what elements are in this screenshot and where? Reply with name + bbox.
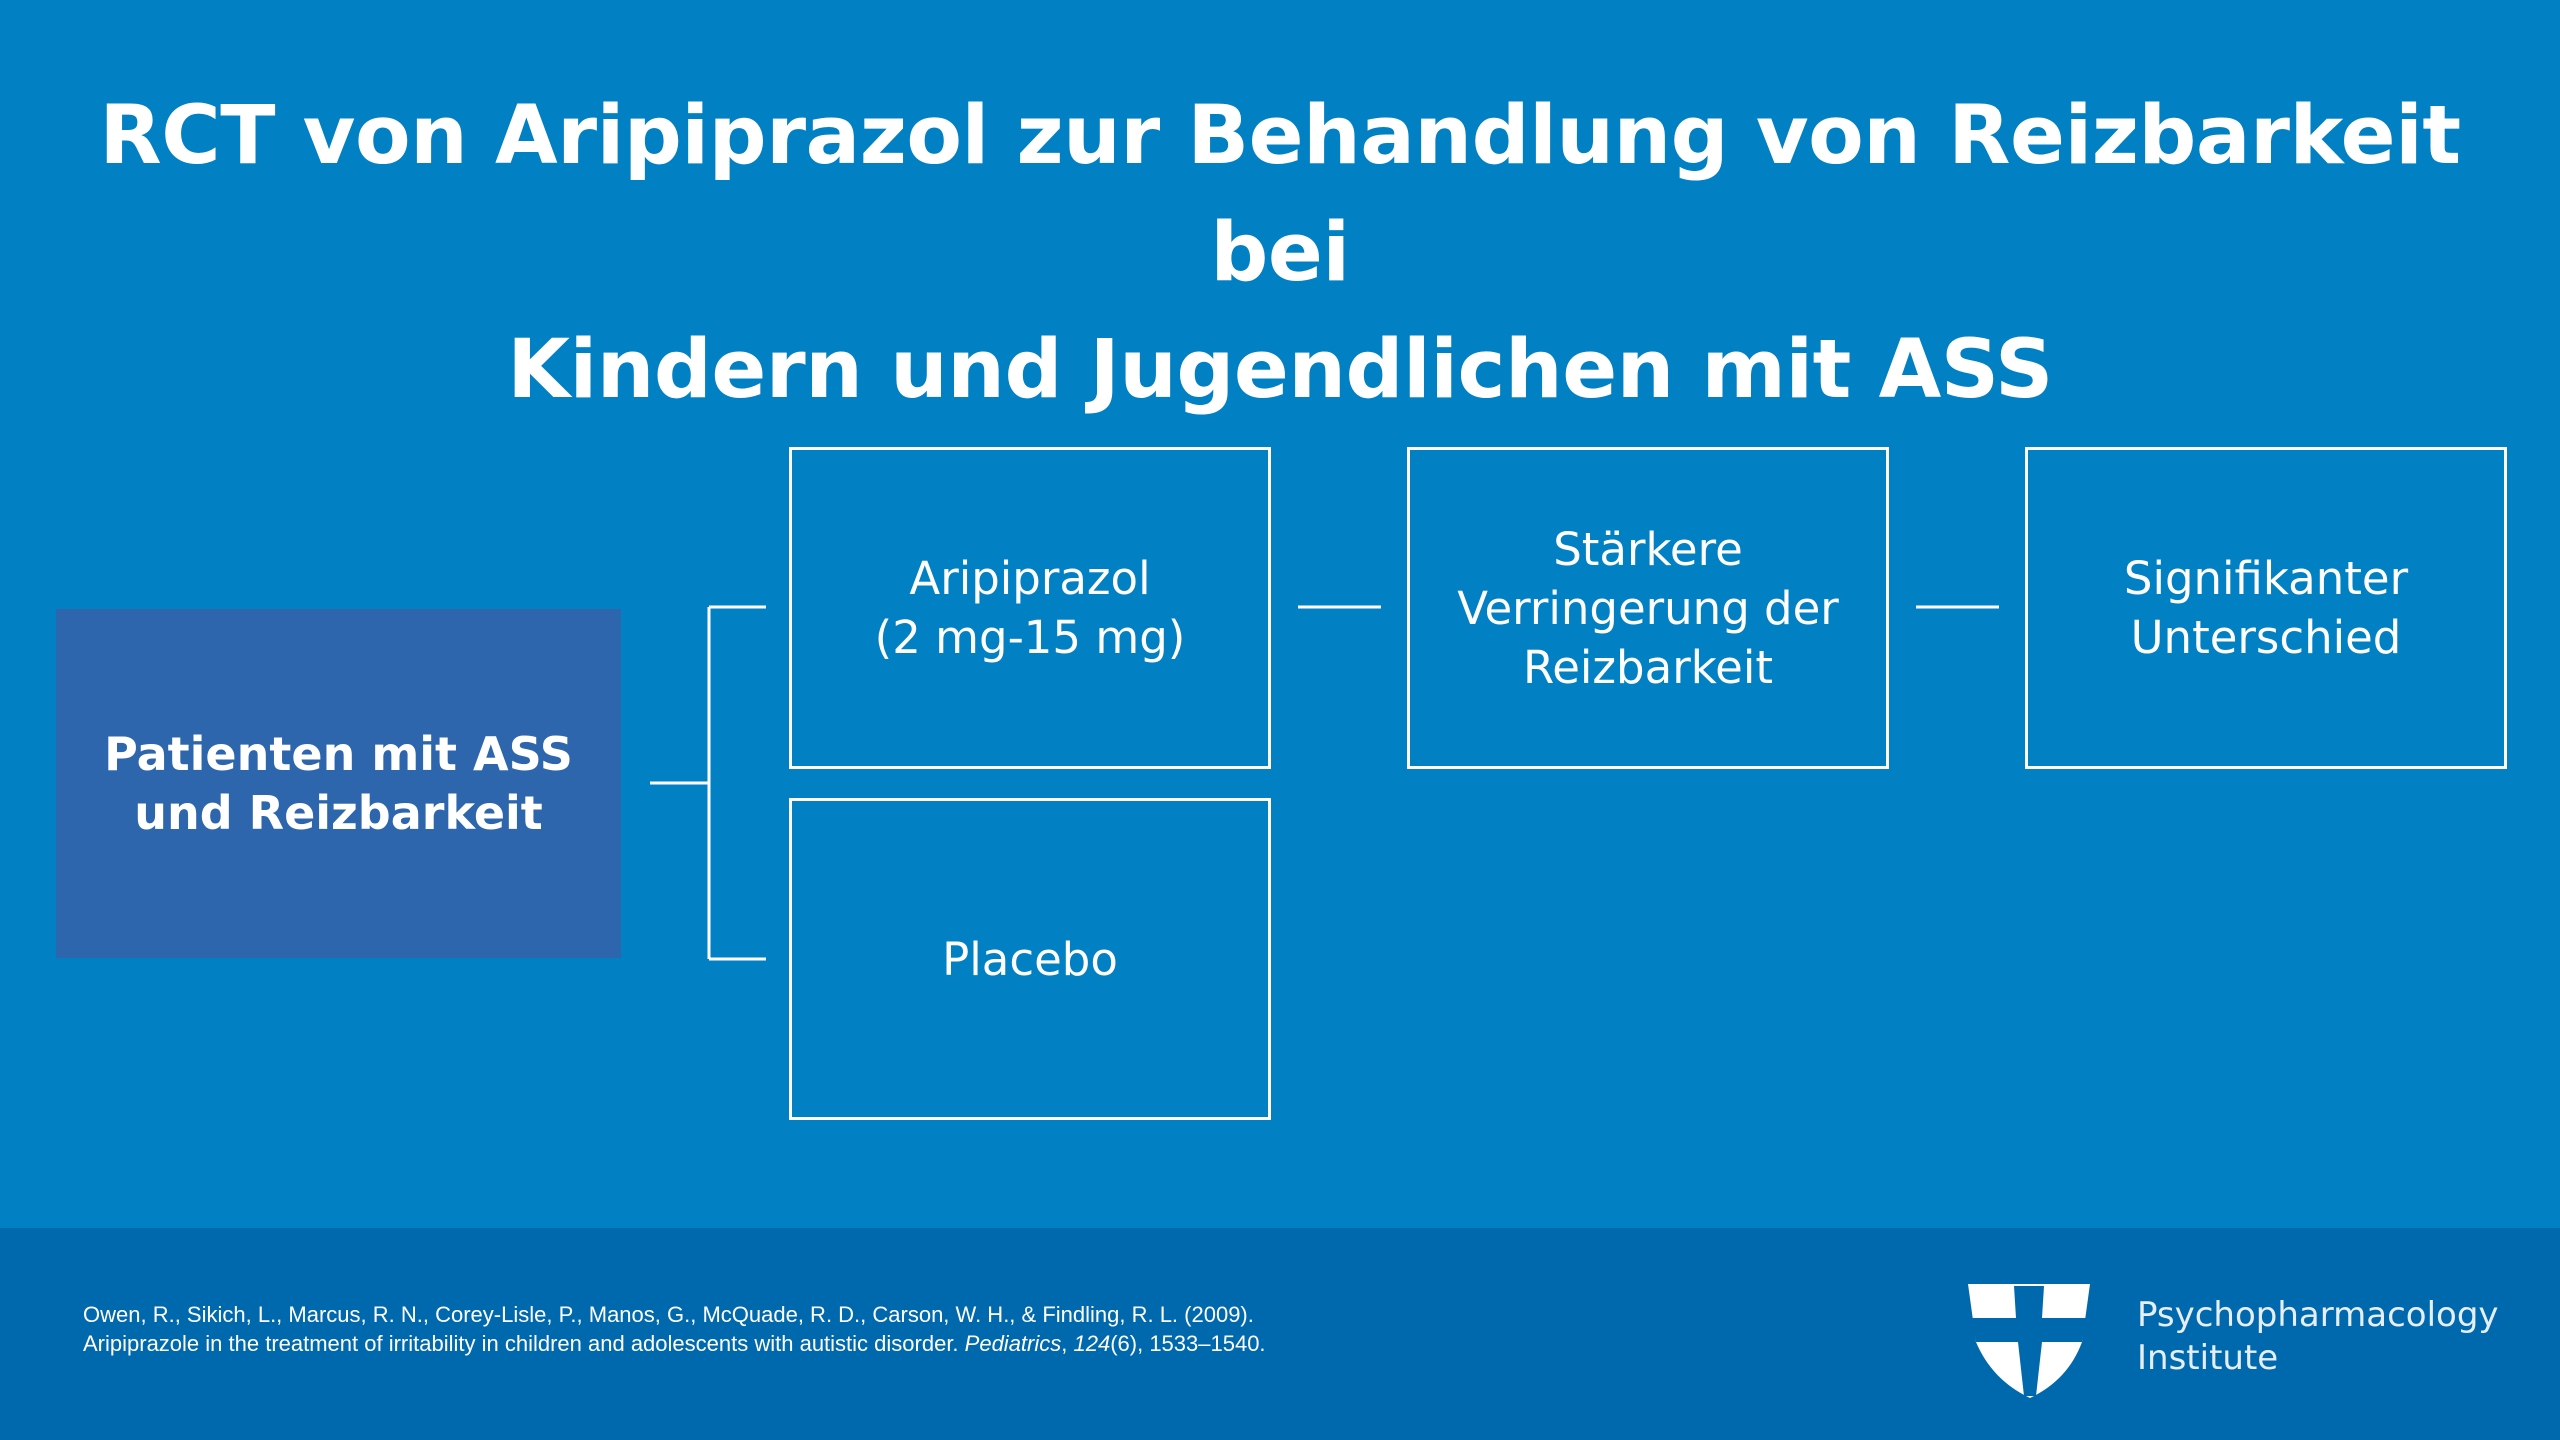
slide-title: RCT von Aripiprazol zur Behandlung von R… <box>60 78 2500 429</box>
logo-line-2: Institute <box>2137 1338 2279 1378</box>
shield-logo-icon <box>1968 1284 2090 1398</box>
logo-text: Psychopharmacology Institute <box>2137 1294 2499 1380</box>
logo-line-1: Psychopharmacology <box>2137 1295 2499 1335</box>
aripiprazole-box: Aripiprazol (2 mg-15 mg) <box>789 447 1271 769</box>
title-line-2: Kindern und Jugendlichen mit ASS <box>507 323 2053 417</box>
result-box: Signifikanter Unterschied <box>2025 447 2507 769</box>
citation-volume: 124 <box>1073 1331 1111 1356</box>
footer-bar <box>0 1228 2560 1440</box>
citation-journal: Pediatrics <box>964 1331 1062 1356</box>
citation: Owen, R., Sikich, L., Marcus, R. N., Cor… <box>83 1300 1266 1358</box>
citation-line-1: Owen, R., Sikich, L., Marcus, R. N., Cor… <box>83 1302 1254 1327</box>
placebo-box: Placebo <box>789 798 1271 1120</box>
title-line-1: RCT von Aripiprazol zur Behandlung von R… <box>99 89 2461 300</box>
citation-line-2: Aripiprazole in the treatment of irritab… <box>83 1331 1266 1356</box>
patients-box: Patienten mit ASS und Reizbarkeit <box>56 609 621 958</box>
outcome-box: Stärkere Verringerung der Reizbarkeit <box>1407 447 1889 769</box>
